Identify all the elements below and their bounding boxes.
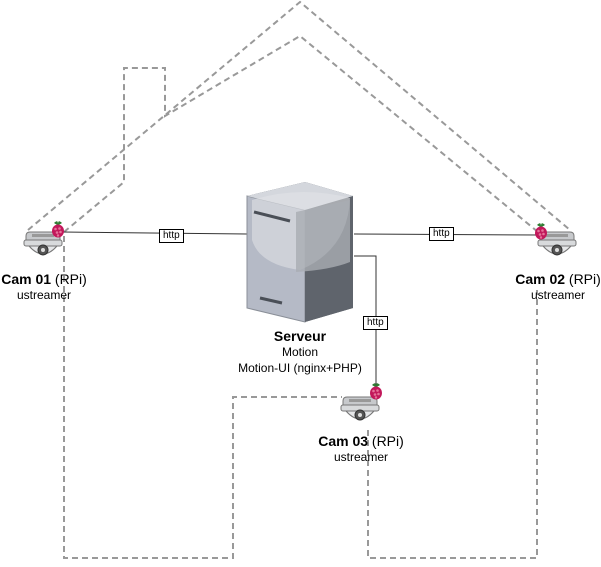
- house-outer-roof: [27, 0, 571, 231]
- server-title: Serveur: [273, 328, 327, 344]
- camera-02-software: ustreamer: [530, 288, 586, 302]
- house-inner-roof: [63, 34, 539, 233]
- link-label-cam3: http: [363, 316, 388, 330]
- link-label-cam2: http: [429, 227, 454, 241]
- camera-03-title: Cam 03 (RPi): [318, 433, 404, 449]
- raspberry-pi-icon: [52, 221, 64, 238]
- server-line-2: Motion-UI (nginx+PHP): [238, 361, 362, 375]
- camera-03-label: Cam 03 (RPi) ustreamer: [313, 433, 409, 465]
- camera-03-software: ustreamer: [333, 450, 389, 464]
- link-cam1-line: [61, 231, 248, 235]
- camera-03-icon: [340, 396, 380, 421]
- house-right-wall: [367, 290, 538, 559]
- link-label-cam1: http: [159, 229, 184, 243]
- camera-01-title: Cam 01 (RPi): [1, 271, 87, 287]
- server-line-1: Motion: [281, 345, 319, 359]
- camera-01-software: ustreamer: [16, 288, 72, 302]
- house-outline: [27, 0, 571, 559]
- camera-02-title: Cam 02 (RPi): [515, 271, 601, 287]
- server-label: Serveur Motion Motion-UI (nginx+PHP): [230, 328, 370, 376]
- link-cam3-line: [354, 255, 377, 394]
- camera-01-label: Cam 01 (RPi) ustreamer: [0, 271, 92, 303]
- house-left-wall: [63, 236, 342, 559]
- camera-02-label: Cam 02 (RPi) ustreamer: [510, 271, 601, 303]
- server-icon: [246, 182, 353, 323]
- raspberry-pi-icon: [535, 223, 547, 240]
